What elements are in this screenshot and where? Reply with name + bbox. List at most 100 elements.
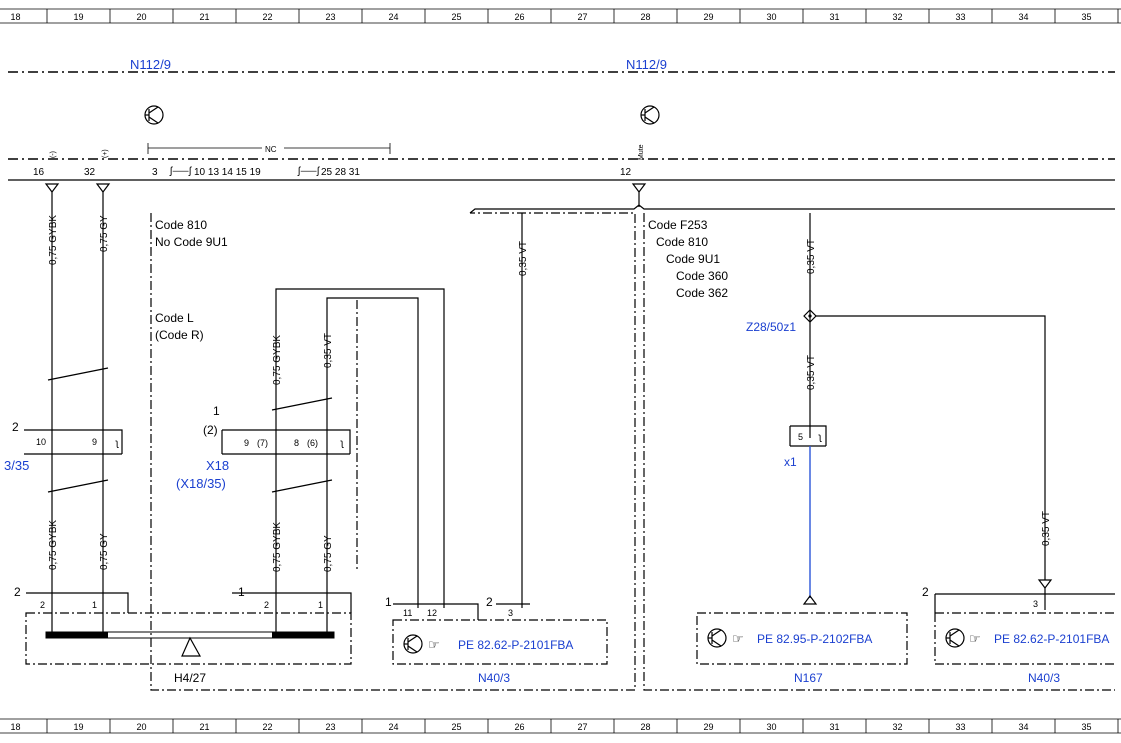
mute-bus-wire [469,204,1115,214]
grid-column-label: 34 [1018,12,1028,22]
speaker-pivot-icon [181,636,202,657]
component-label-n40-3-right: N40/3 [1028,671,1060,685]
component-label-cut: 3/35 [4,458,29,473]
grid-column-label: 33 [955,12,965,22]
reference-link[interactable]: PE 82.62-P-2101FBA [994,632,1109,646]
component-label-x18-alt: (X18/35) [176,476,226,491]
grid-column-label: 25 [451,12,461,22]
connector-number: 1 [213,404,220,418]
grid-column-label: 26 [514,722,524,732]
grid-column-label: 31 [829,722,839,732]
pin-list-nc-b: 10 13 14 15 19 [194,167,261,178]
grid-column-label: 23 [325,722,335,732]
component-label-n112-9-right: N112/9 [626,57,667,72]
wire-label: 0,35 VT [1041,511,1052,546]
grid-column-label: 18 [10,722,20,732]
pin-label: 9 [92,437,97,447]
pin-label: 9 [244,438,249,448]
code-label: Code 362 [676,286,728,300]
grid-column-label: 24 [388,12,398,22]
reference-hand-icon: ☞ [732,631,744,646]
component-label-z28: Z28/50z1 [746,320,796,334]
pin-label: 3 [1033,599,1038,609]
code-label: Code 360 [676,269,728,283]
pin-plus-label: (+) [102,149,109,158]
component-label-n112-9-left: N112/9 [130,57,171,72]
pin-16-label: 16 [33,167,45,178]
code-f253-region [643,213,1115,691]
grid-column-label: 23 [325,12,335,22]
wire-vt-right [816,315,1046,580]
ground-arrow-icon [802,595,818,605]
pin-label: (6) [307,438,318,448]
nc-label: NC [265,145,277,154]
transistor-icon [144,105,164,125]
wire-gybk-x18 [275,288,445,608]
connector-number: 2 [14,585,21,599]
pin-label: (7) [257,438,268,448]
wire-label: 0,75 GY [99,215,110,252]
grid-column-label: 28 [640,722,650,732]
connector-number: 1 [385,595,392,609]
reference-link[interactable]: PE 82.62-P-2101FBA [458,638,573,652]
spring-icon: ʅ [818,432,822,443]
connector-number: 2 [486,595,493,609]
component-h4-27 [25,612,352,665]
grid-column-label: 33 [955,722,965,732]
wire-label: 0,75 GY [99,533,110,570]
grid-column-label: 30 [766,12,776,22]
grid-column-label: 20 [136,12,146,22]
component-label-n167: N167 [794,671,823,685]
grid-column-label: 30 [766,722,776,732]
grid-column-label: 19 [73,722,83,732]
grid-column-label: 32 [892,12,902,22]
grid-column-label: 35 [1081,12,1091,22]
pin-label: 3 [508,608,513,618]
code-label: Code 9U1 [666,252,720,266]
transistor-icon [945,628,965,648]
grid-column-label: 21 [199,12,209,22]
connector-number: (2) [203,423,218,437]
jumper-icon: ʃ⸺ʃ [169,166,192,177]
grid-column-label: 25 [451,722,461,732]
grid-column-label: 27 [577,12,587,22]
code-label: Code L [155,311,194,325]
wire-label: 0,35 VT [323,333,334,368]
grid-column-label: 28 [640,12,650,22]
spring-icon: ʅ [340,438,344,449]
grid-column-label: 21 [199,722,209,732]
pin-label: 5 [798,432,803,442]
pin-label: 1 [92,600,97,610]
wire-label: 0,75 GY [323,535,334,572]
spring-icon: ʅ [115,438,119,449]
pin-label: 12 [427,608,437,618]
component-n40-3-mid [392,619,608,665]
pin-label: 2 [40,600,45,610]
jumper-icon: ʃ⸺ʃ [297,166,320,177]
grid-column-label: 24 [388,722,398,732]
component-n40-3-right [934,612,1115,665]
pin-list-nc-a: 3 [152,167,158,178]
reference-hand-icon: ☞ [969,631,981,646]
code-label: No Code 9U1 [155,235,228,249]
code-810-region [150,212,636,691]
component-label-x18: X18 [206,458,229,473]
reference-link[interactable]: PE 82.95-P-2102FBA [757,632,872,646]
pin-minus-label: (-) [50,151,57,158]
pin-list-nc-c: 25 28 31 [321,167,360,178]
ground-arrow-icon [631,183,647,193]
grid-column-label: 22 [262,12,272,22]
transistor-icon [640,105,660,125]
grid-column-label: 22 [262,722,272,732]
grid-column-label: 29 [703,722,713,732]
connector-number: 1 [238,585,245,599]
connector-x1 [789,425,827,447]
pin-label: 8 [294,438,299,448]
component-label-h4-27: H4/27 [174,671,206,685]
connector-left [24,429,123,455]
pin-12-label: 12 [620,167,632,178]
grid-column-label: 26 [514,12,524,22]
code-label: Code F253 [648,218,708,232]
